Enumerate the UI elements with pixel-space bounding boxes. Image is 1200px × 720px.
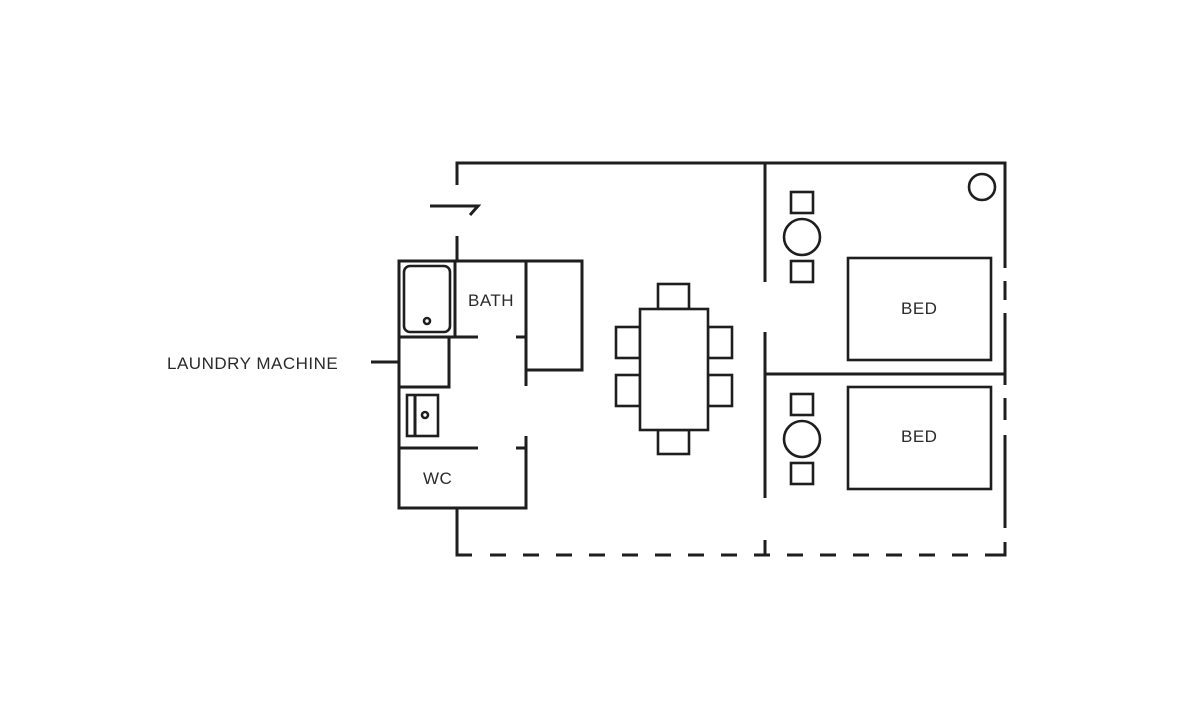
dining-table [638, 307, 710, 432]
dining-set [614, 282, 734, 456]
bathtub [402, 264, 452, 334]
dining-chair [706, 373, 734, 408]
bed [846, 256, 993, 362]
bedroom-walls [763, 163, 1005, 555]
bathroom-block [397, 259, 529, 510]
entrance-door[interactable] [430, 204, 482, 216]
dining-chair [656, 282, 691, 311]
kitchen-counter [524, 259, 584, 372]
bed-1-label: BED [901, 299, 937, 318]
stool [789, 190, 815, 215]
top-wall [455, 161, 1007, 268]
bedroom-2 [782, 385, 993, 491]
bath-label: BATH [468, 291, 514, 310]
bed [846, 385, 993, 491]
bathtub-drain-icon [422, 316, 432, 326]
bedroom-1 [782, 172, 997, 362]
bottom-left-corner [455, 508, 472, 557]
bathroom-doorway-mask [524, 386, 529, 436]
wc-label: WC [423, 469, 452, 488]
stool [789, 392, 815, 417]
dining-chair [706, 325, 734, 360]
dining-chair [614, 373, 642, 408]
sink-drain-icon [420, 410, 430, 420]
laundry-machine-label: LAUNDRY MACHINE [167, 354, 338, 373]
dining-chair [614, 325, 642, 360]
laundry-machine [397, 335, 451, 389]
plant-icon [967, 172, 997, 202]
dining-chair [656, 428, 691, 456]
nightstand [782, 217, 822, 257]
stool [789, 461, 815, 486]
bottom-right-corner [990, 542, 1007, 557]
bed-2-label: BED [901, 427, 937, 446]
stool [789, 259, 815, 284]
nightstand [782, 419, 822, 459]
